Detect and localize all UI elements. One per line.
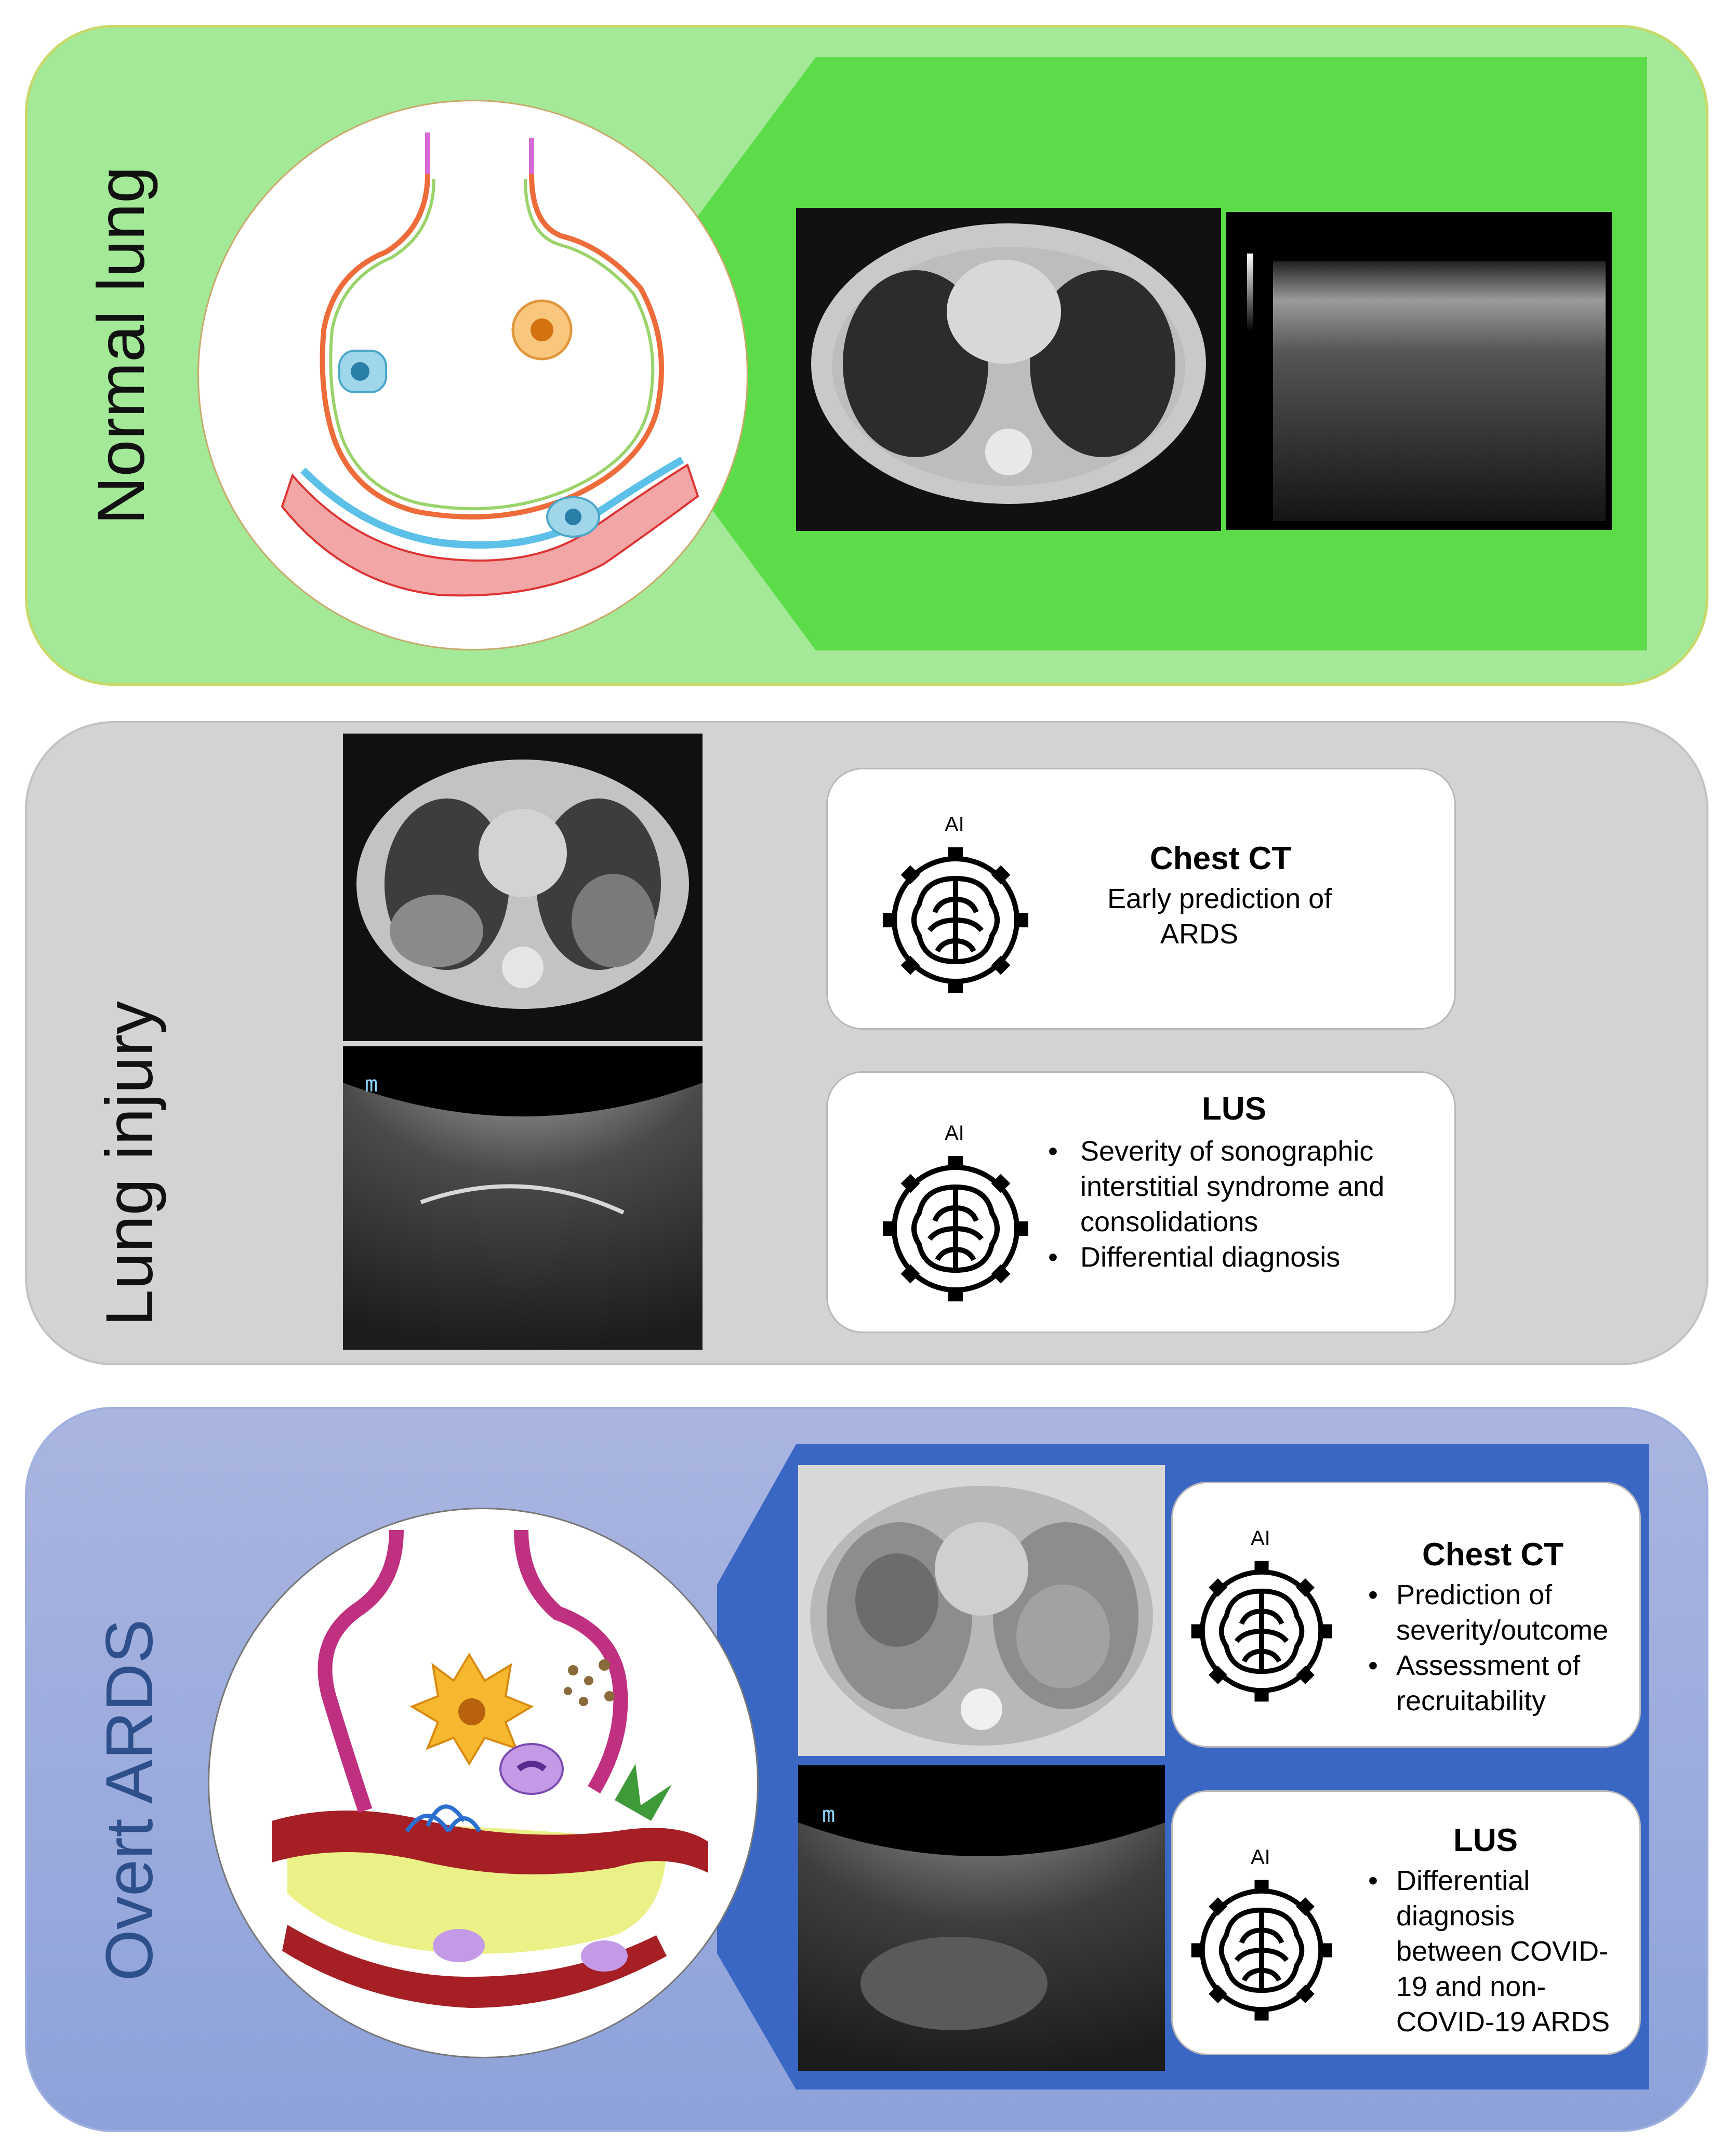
normal-alveolus-illustration [197, 100, 748, 650]
ai-brain-gear-icon [878, 842, 1033, 998]
card-heading: Chest CT [1150, 841, 1292, 876]
ai-brain-gear-icon [1186, 1556, 1337, 1707]
injury-ct-ai-card: AI Chest CT Ear [826, 768, 1456, 1030]
injury-chest-ct-image [343, 734, 703, 1041]
bullet-dot: • [1048, 1242, 1058, 1273]
card-line: between COVID- [1396, 1936, 1609, 1967]
ards-lus-ai-card: AI LUS • Diff [1171, 1790, 1641, 2055]
ards-ct-ai-card: AI Chest CT • [1171, 1482, 1641, 1748]
injury-lus-ai-card: AI LUS • Seve [826, 1071, 1456, 1333]
bullet-dot: • [1368, 1865, 1378, 1896]
card-line: Severity of sonographic [1080, 1136, 1374, 1167]
card-line: ARDS [1160, 919, 1239, 950]
bullet-dot: • [1368, 1650, 1378, 1681]
card-line: Prediction of [1396, 1579, 1553, 1611]
normal-lung-title: Normal lung [84, 166, 158, 525]
bullet-dot: • [1048, 1136, 1058, 1167]
ai-label: AI [1251, 1846, 1270, 1869]
card-line: severity/outcome [1396, 1615, 1609, 1646]
normal-lung-ultrasound-image [1226, 212, 1612, 530]
ards-lung-ultrasound-image: m [798, 1765, 1165, 2071]
card-line: Early prediction of [1107, 883, 1332, 914]
card-heading: LUS [1202, 1091, 1266, 1127]
card-line: interstitial syndrome and [1080, 1171, 1385, 1202]
card-line: Assessment of [1396, 1650, 1581, 1681]
card-line: COVID-19 ARDS [1396, 2006, 1610, 2038]
card-heading: Chest CT [1422, 1537, 1564, 1573]
ultrasound-marker: m [365, 1071, 378, 1097]
overt-ards-title: Overt ARDS [92, 1619, 167, 1981]
bullet-dot: • [1368, 1579, 1378, 1611]
card-line: diagnosis [1396, 1900, 1515, 1932]
card-line: consolidations [1080, 1206, 1258, 1237]
injury-lung-ultrasound-image: m [343, 1046, 703, 1350]
ultrasound-marker: m [822, 1802, 836, 1827]
card-line: recruitability [1396, 1685, 1546, 1716]
ai-label: AI [945, 813, 964, 836]
normal-chest-ct-image [796, 208, 1221, 531]
ai-brain-gear-icon [1186, 1875, 1337, 2026]
lung-injury-title: Lung injury [92, 1001, 167, 1327]
card-line: 19 and non- [1396, 1971, 1546, 2002]
card-line: Differential diagnosis [1080, 1242, 1341, 1273]
ai-label: AI [945, 1122, 964, 1144]
card-line: Differential [1396, 1865, 1530, 1896]
ai-brain-gear-icon [878, 1151, 1033, 1307]
card-heading: LUS [1453, 1822, 1518, 1858]
ai-label: AI [1251, 1527, 1270, 1550]
ards-chest-ct-image [798, 1465, 1165, 1756]
ards-alveolus-illustration [208, 1508, 759, 2058]
